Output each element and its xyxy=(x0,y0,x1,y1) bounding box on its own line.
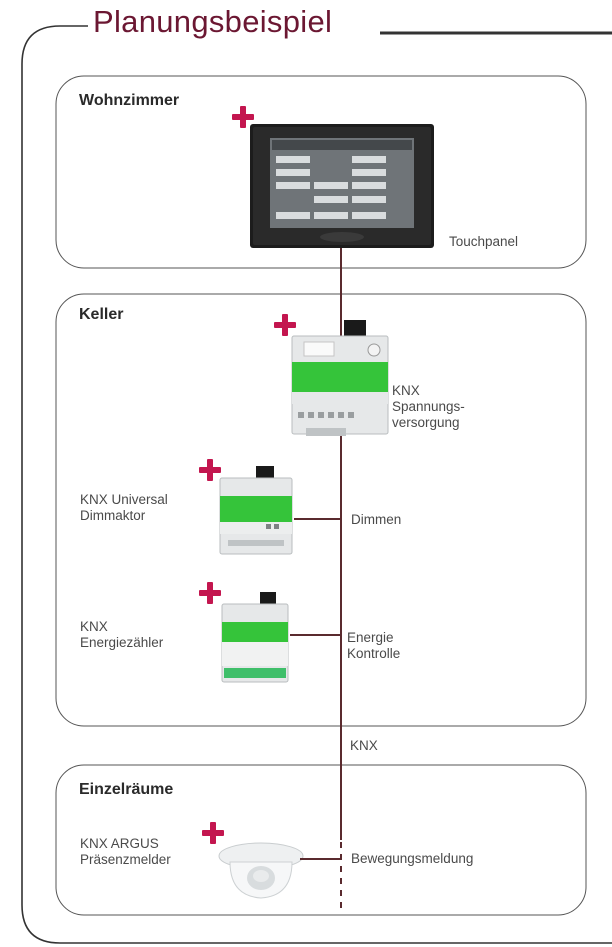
device-label-energy-1: KNX xyxy=(80,619,108,634)
function-label-energie-1: Energie xyxy=(347,630,394,645)
knx-bus-line xyxy=(340,240,342,840)
section-title-keller: Keller xyxy=(79,306,124,323)
power-supply-device-image xyxy=(291,320,389,436)
device-label-power-supply-3: versorgung xyxy=(392,415,460,430)
section-title-wohnzimmer: Wohnzimmer xyxy=(79,92,180,109)
device-label-power-supply-1: KNX xyxy=(392,383,420,398)
dimmer-device-image xyxy=(219,466,293,555)
energy-connector-line xyxy=(290,634,340,636)
section-box-einzelraeume xyxy=(55,764,587,916)
device-label-energy-2: Energiezähler xyxy=(80,635,164,650)
function-label-dimmen: Dimmen xyxy=(351,512,402,527)
device-label-dimmer-1: KNX Universal xyxy=(80,492,168,507)
add-icon[interactable] xyxy=(199,459,221,481)
diagram-title: Planungsbeispiel xyxy=(93,4,333,39)
function-label-bewegung: Bewegungsmeldung xyxy=(351,851,474,866)
device-label-presence-2: Präsenzmelder xyxy=(80,852,171,867)
add-icon[interactable] xyxy=(274,314,296,336)
bus-label: KNX xyxy=(350,738,378,753)
device-label-power-supply-2: Spannungs- xyxy=(392,399,465,414)
add-icon[interactable] xyxy=(199,582,221,604)
device-label-presence-1: KNX ARGUS xyxy=(80,836,159,851)
section-title-einzelraeume: Einzelräume xyxy=(79,781,174,798)
function-label-energie-2: Kontrolle xyxy=(347,646,401,661)
section-box-keller xyxy=(55,293,587,727)
add-icon[interactable] xyxy=(202,822,224,844)
energy-meter-device-image xyxy=(221,592,289,683)
device-label-touchpanel: Touchpanel xyxy=(449,234,519,249)
device-label-dimmer-2: Dimmaktor xyxy=(80,508,146,523)
knx-bus-line-dashed xyxy=(340,842,342,910)
presence-detector-device-image xyxy=(218,842,304,899)
dimmer-connector-line xyxy=(294,518,340,520)
add-icon[interactable] xyxy=(232,106,254,128)
presence-connector-line xyxy=(300,858,340,860)
touchpanel-device-image xyxy=(250,124,434,248)
section-box-wohnzimmer xyxy=(55,75,587,269)
